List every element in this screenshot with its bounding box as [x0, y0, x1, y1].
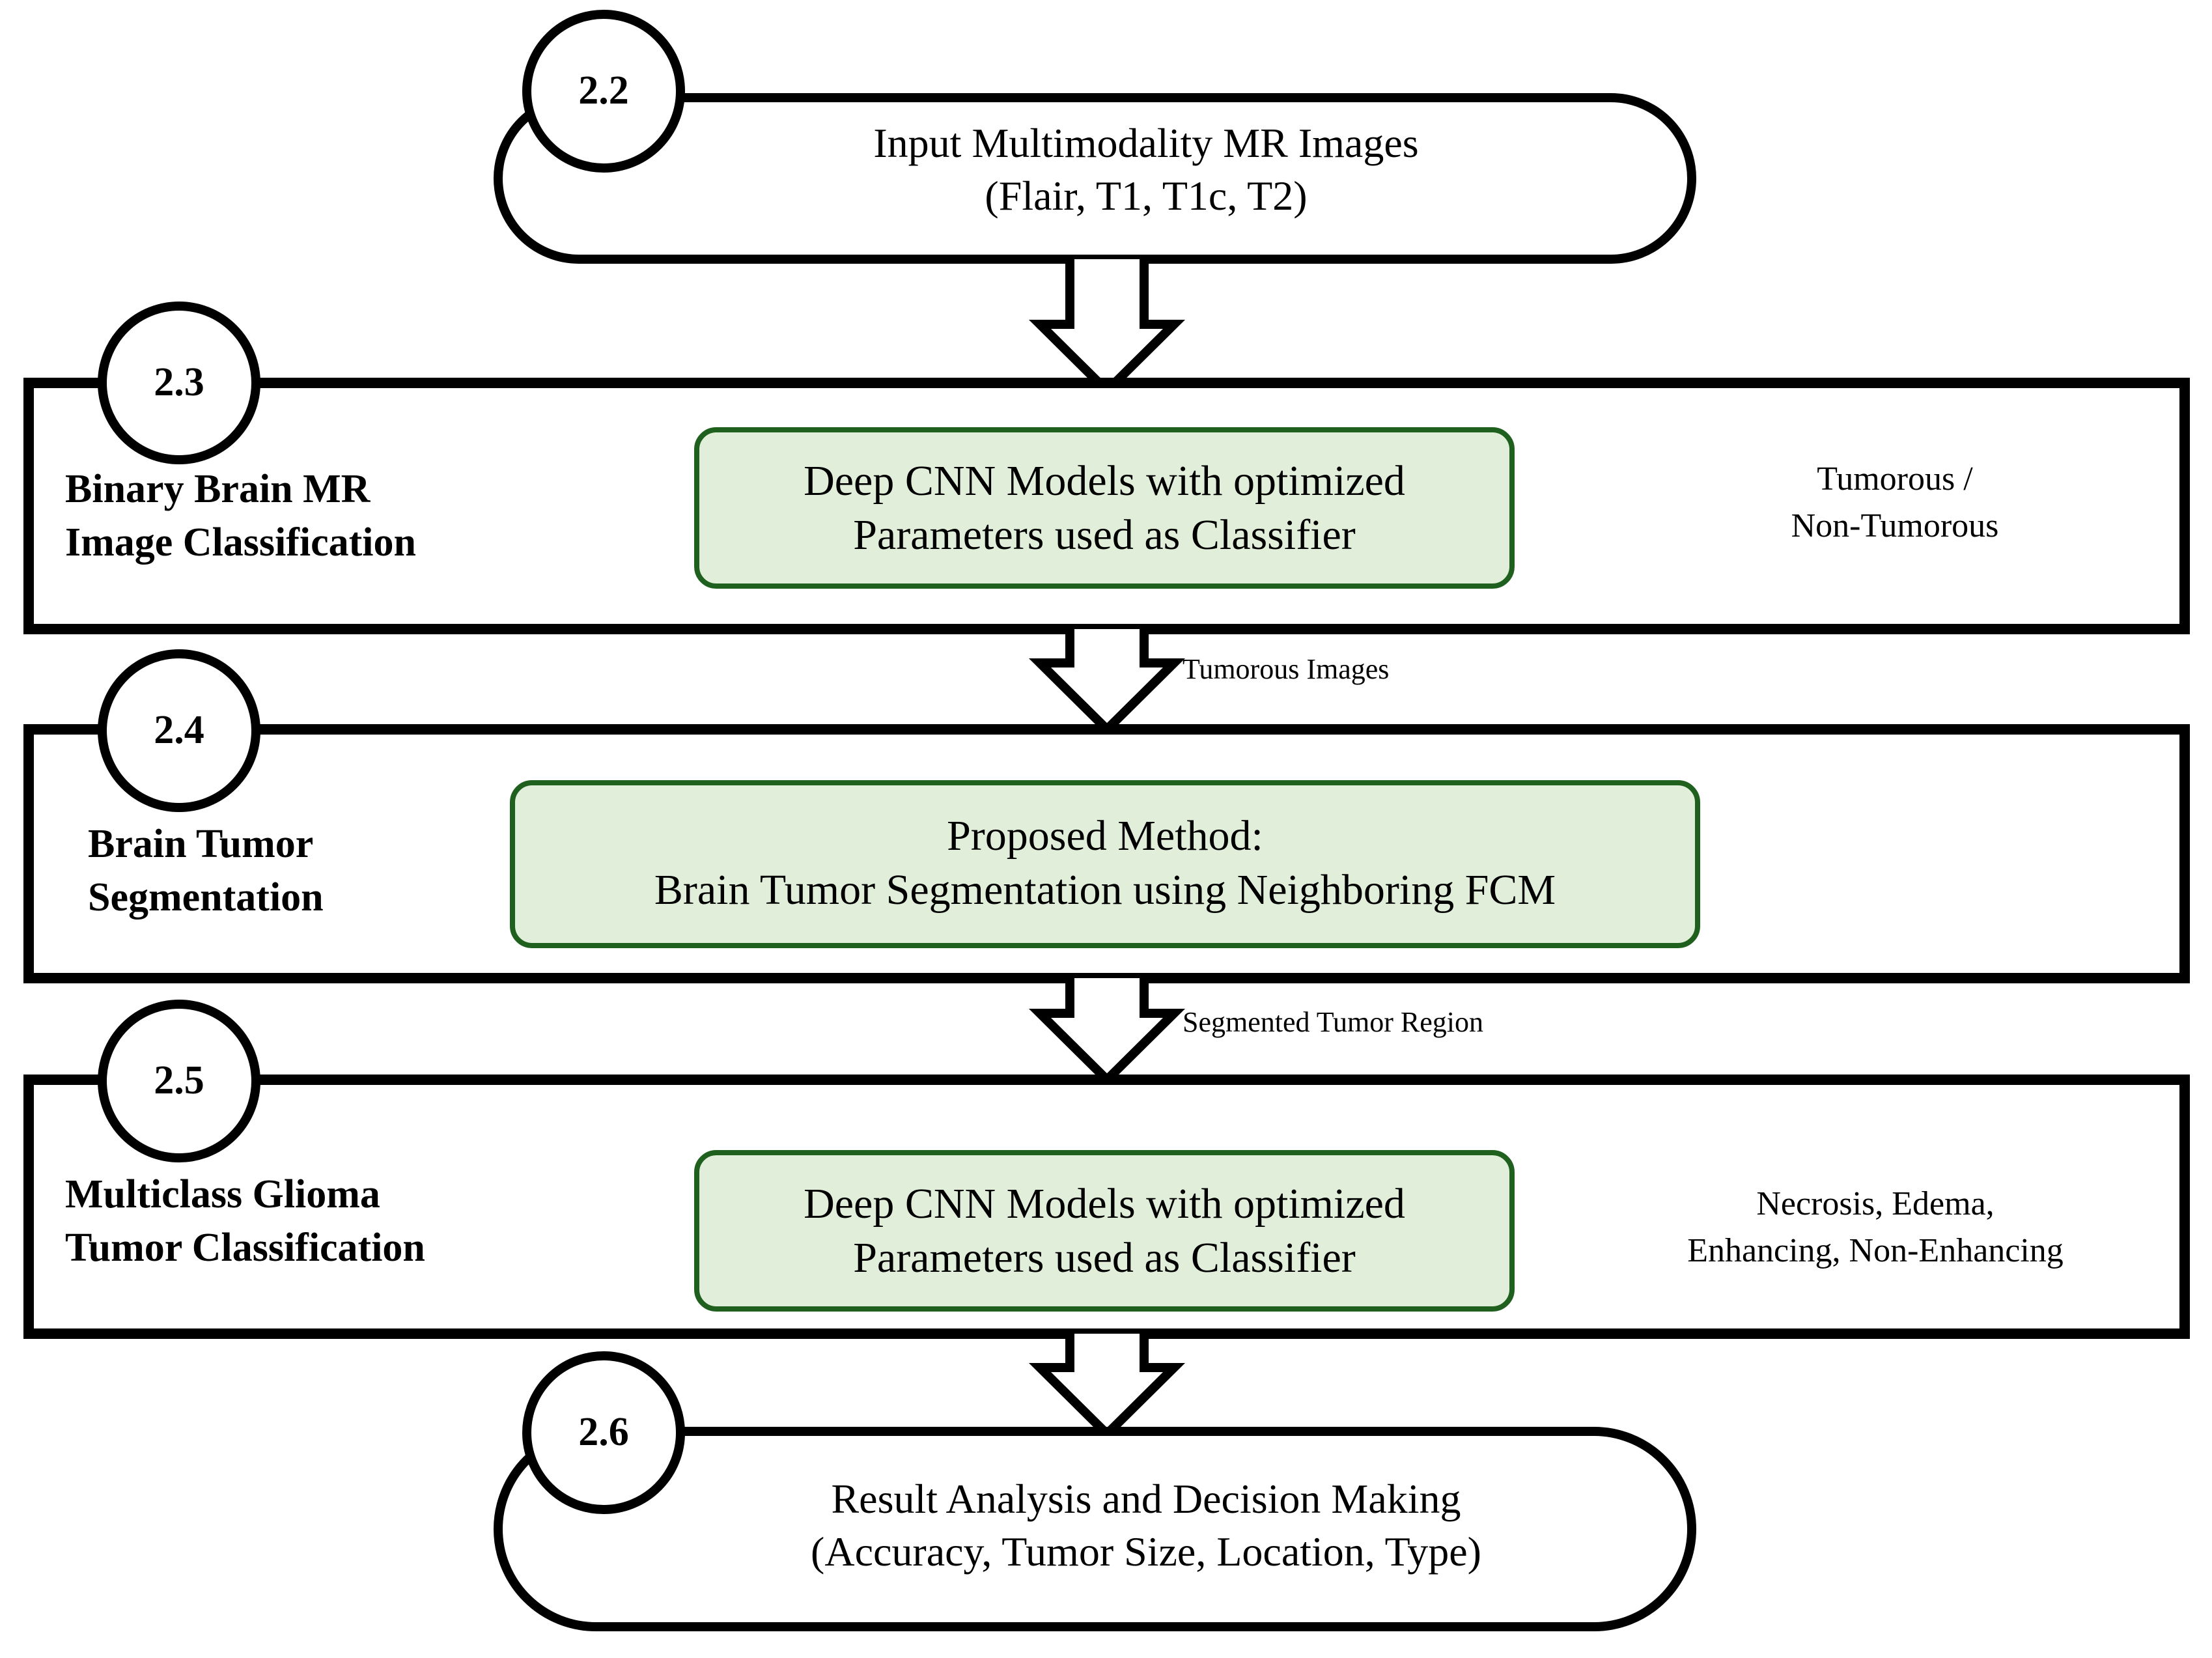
process-text-2-3: Deep CNN Models with optimized Parameter… [804, 457, 1405, 559]
badge-circle-2-2[interactable] [522, 10, 685, 173]
badge-circle-2-3[interactable] [98, 302, 260, 464]
arrow-2-2-to-2-3 [1028, 259, 1186, 397]
process-text-2-4: Proposed Method: Brain Tumor Segmentatio… [654, 812, 1556, 914]
badge-circle-2-6[interactable] [522, 1351, 685, 1514]
badge-circle-2-4[interactable] [98, 649, 260, 812]
stage-title-2-4: Brain Tumor Segmentation [88, 822, 324, 920]
output-text-2-3: Tumorous / Non-Tumorous [1791, 460, 1999, 544]
node-2-2-text: Input Multimodality MR Images (Flair, T1… [873, 120, 1419, 219]
node-2-6-text: Result Analysis and Decision Making (Acc… [811, 1476, 1481, 1575]
output-text-2-5: Necrosis, Edema, Enhancing, Non-Enhancin… [1687, 1185, 2064, 1269]
badge-label-2-2: 2.2 [578, 68, 629, 113]
edge-label-tumorous-images: Tumorous Images [1183, 653, 1390, 685]
arrow-2-3-to-2-4 [1028, 629, 1186, 736]
edge-label-segmented-tumor-region: Segmented Tumor Region [1183, 1006, 1484, 1038]
badge-label-2-5: 2.5 [154, 1058, 204, 1103]
process-text-2-5: Deep CNN Models with optimized Parameter… [804, 1180, 1405, 1282]
stage-title-2-3: Binary Brain MR Image Classification [65, 467, 417, 565]
node-2-6-shape[interactable] [494, 1427, 1696, 1631]
badge-label-2-4: 2.4 [154, 708, 204, 752]
process-box-2-4[interactable] [510, 780, 1700, 948]
arrow-2-4-to-2-5 [1028, 978, 1186, 1086]
process-box-2-3[interactable] [694, 427, 1515, 589]
stage-title-2-5: Multiclass Glioma Tumor Classification [65, 1172, 425, 1271]
arrow-2-5-to-2-6 [1028, 1334, 1186, 1440]
badge-label-2-6: 2.6 [578, 1410, 629, 1454]
badge-circle-2-5[interactable] [98, 1000, 260, 1162]
badge-label-2-3: 2.3 [154, 360, 204, 404]
process-box-2-5[interactable] [694, 1150, 1515, 1312]
